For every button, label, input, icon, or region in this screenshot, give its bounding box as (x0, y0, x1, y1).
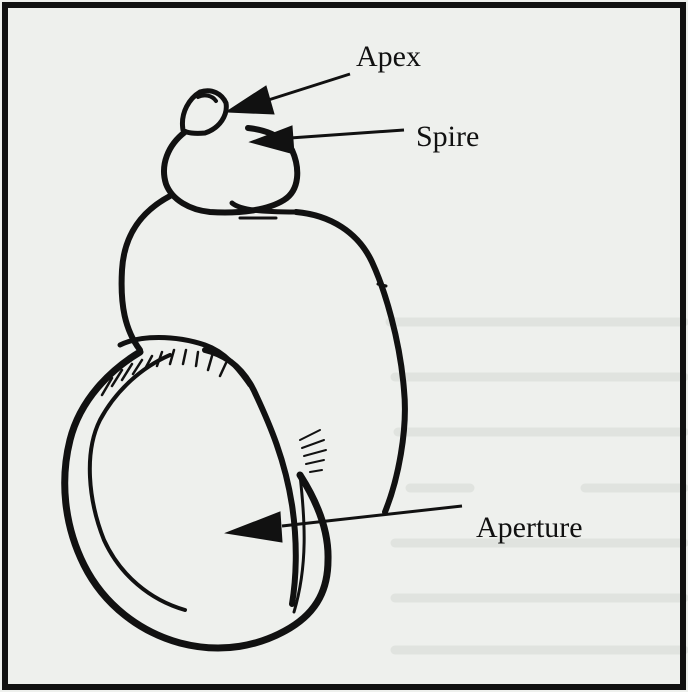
label-apex: Apex (356, 40, 421, 73)
label-spire: Spire (416, 120, 479, 153)
label-aperture: Aperture (476, 511, 583, 544)
